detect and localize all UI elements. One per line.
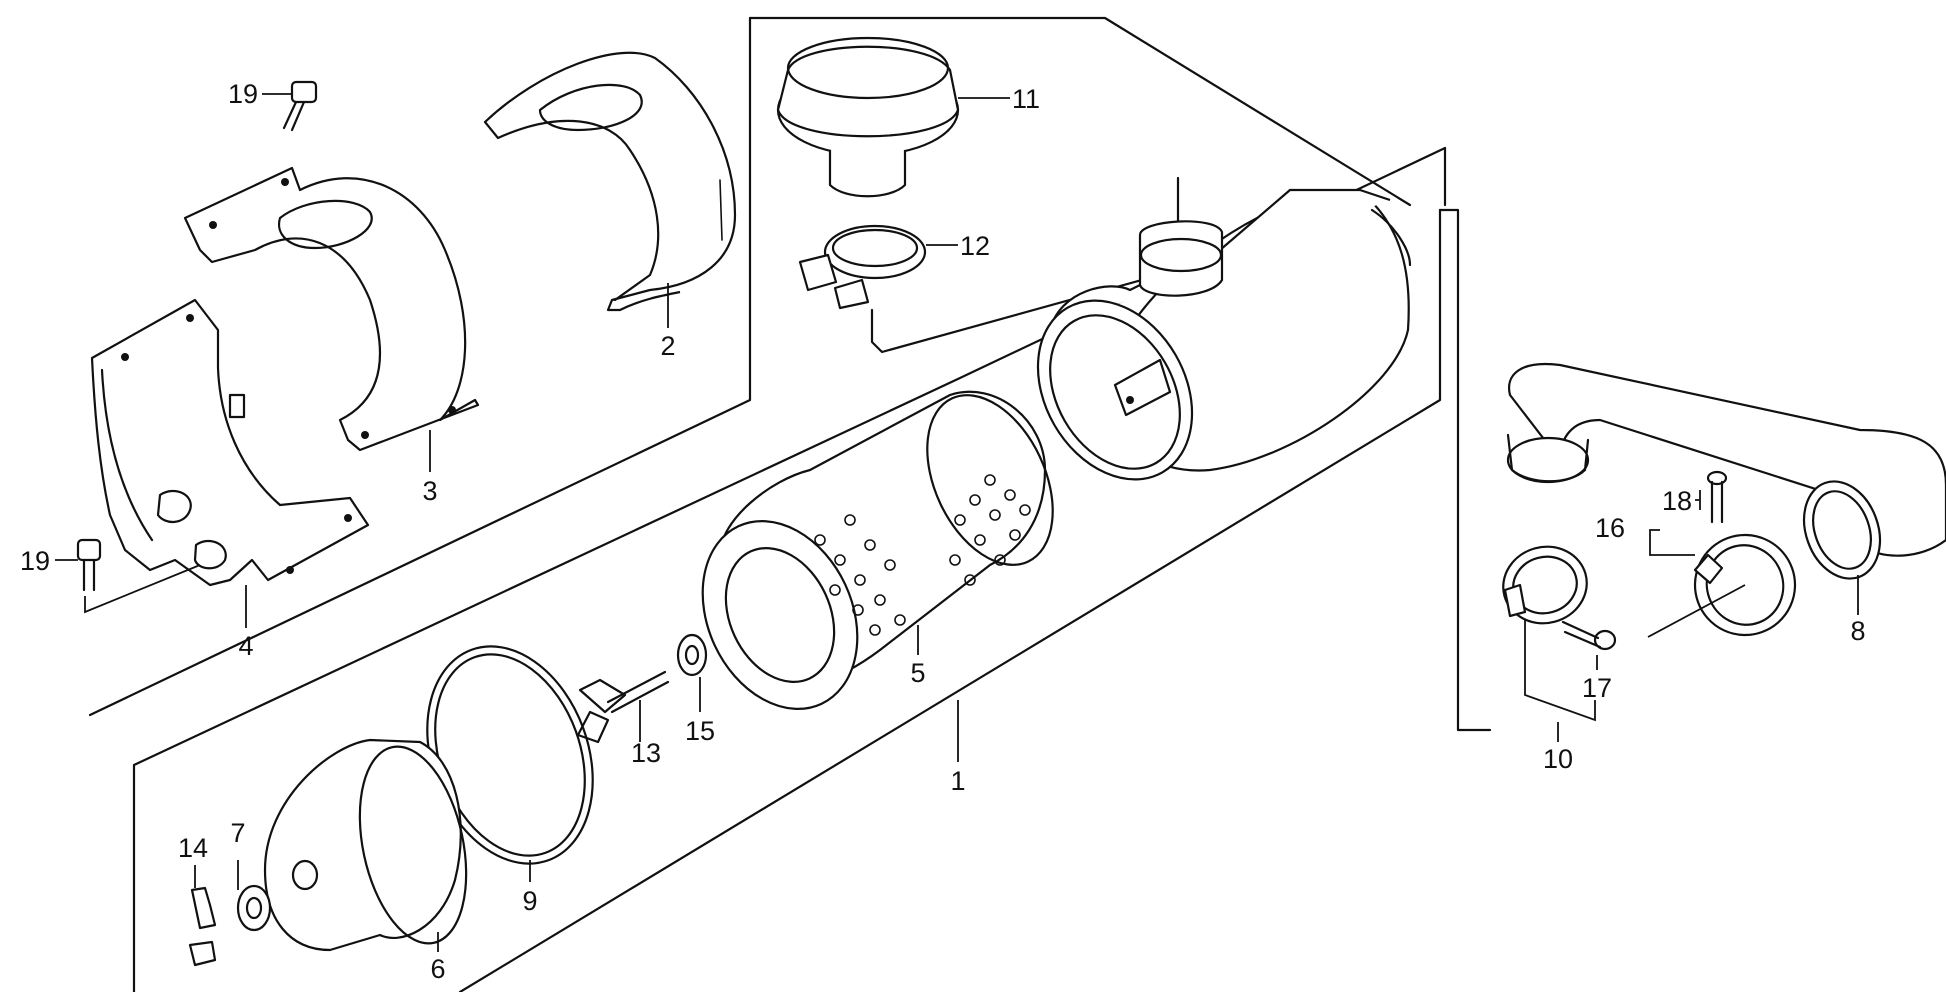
part-16-clamp-band <box>1647 529 1797 638</box>
part-11-cap <box>776 36 1010 198</box>
callout-1: 1 <box>950 766 965 796</box>
part-4-lower-bracket <box>90 298 370 587</box>
callout-18: 18 <box>1662 486 1692 516</box>
callout-13: 13 <box>631 738 661 768</box>
callout-8: 8 <box>1850 616 1865 646</box>
callout-19-upper: 19 <box>228 79 258 109</box>
callout-9: 9 <box>522 886 537 916</box>
part-1-case <box>1036 188 1412 481</box>
callout-10: 10 <box>1543 744 1573 774</box>
part-2-upper-cover <box>483 51 737 312</box>
part-7-grommet <box>236 860 272 932</box>
callout-5: 5 <box>910 658 925 688</box>
callout-11: 11 <box>1012 84 1040 114</box>
callout-17: 17 <box>1582 673 1612 703</box>
callout-12: 12 <box>960 231 990 261</box>
part-14-nut-clip <box>188 865 217 967</box>
callout-2: 2 <box>660 331 675 361</box>
part-17-screw <box>1561 620 1617 670</box>
part-5-filter-element <box>701 390 1054 710</box>
part-19-bolt-lower <box>55 538 201 614</box>
callout-6: 6 <box>430 954 445 984</box>
callout-4: 4 <box>238 631 253 661</box>
callout-3: 3 <box>422 476 437 506</box>
part-19-bolt-upper <box>262 80 318 132</box>
part-3-bracket-cover <box>183 166 480 452</box>
callout-16: 16 <box>1595 513 1625 543</box>
callout-14: 14 <box>178 833 208 863</box>
callout-19-lower: 19 <box>20 546 50 576</box>
part-15-washer <box>676 633 708 712</box>
callout-labels: 1 2 3 4 5 6 7 8 9 10 11 12 13 14 15 16 1… <box>20 79 1866 984</box>
part-6-outer-cover <box>263 738 468 952</box>
part-8-intake-duct <box>1506 362 1946 615</box>
part-10-hose-clamp <box>1502 545 1596 722</box>
filter-perforations <box>814 474 1031 636</box>
callout-7: 7 <box>230 818 245 848</box>
callout-15: 15 <box>685 716 715 746</box>
part-18-screw <box>1695 470 1728 524</box>
part-13-wing-bolt <box>576 670 670 744</box>
assembly-frame-10 <box>1438 208 1492 732</box>
part-12-clamp <box>798 224 958 310</box>
